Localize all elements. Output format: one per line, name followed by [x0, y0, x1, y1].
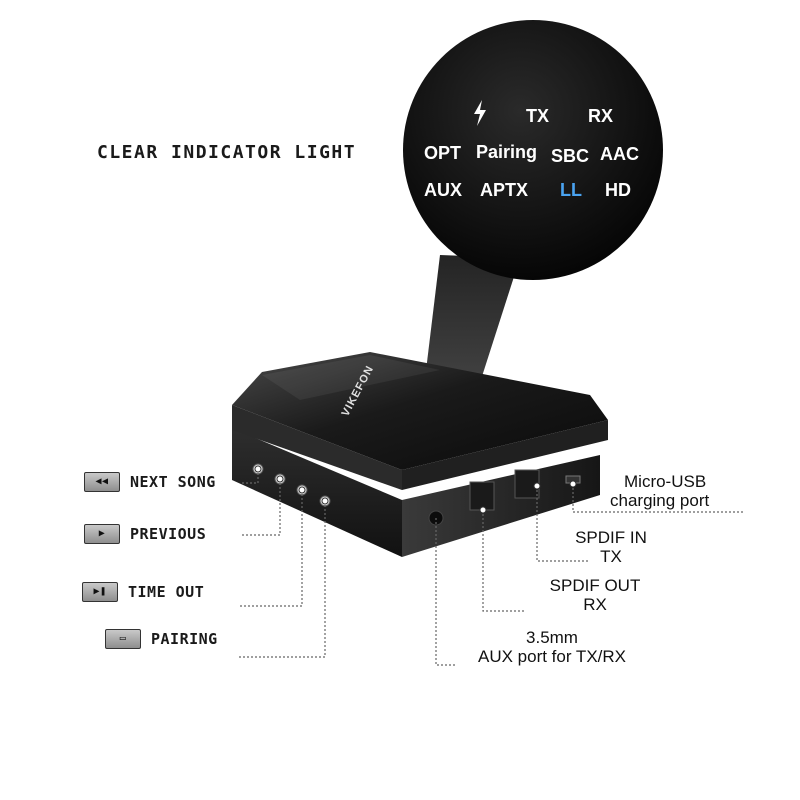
next-song-chip: ◀◀	[84, 472, 120, 492]
label-spdif-out: SPDIF OUT RX	[540, 576, 650, 614]
spdif-in-line2: TX	[600, 547, 622, 566]
indicator-rx: RX	[588, 106, 614, 126]
pairing-text: PAIRING	[151, 630, 218, 648]
indicator-sbc: SBC	[551, 146, 590, 166]
rewind-icon: ◀◀	[95, 476, 109, 487]
label-micro-usb: Micro-USB charging port	[610, 472, 750, 510]
leader-lines	[238, 469, 745, 666]
time-out-chip: ▶❚	[82, 582, 118, 602]
micro-usb-line1: Micro-USB	[624, 472, 707, 491]
indicator-hd: HD	[605, 180, 631, 200]
time-out-text: TIME OUT	[128, 583, 205, 601]
indicator-power-icon	[472, 100, 488, 132]
indicator-ll: LL	[560, 180, 582, 200]
spdif-out-line1: SPDIF OUT	[549, 576, 641, 595]
indicator-tx: TX	[526, 106, 550, 126]
label-aux: 3.5mm AUX port for TX/RX	[452, 628, 652, 666]
previous-text: PREVIOUS	[130, 525, 207, 543]
indicator-pairing: Pairing	[476, 142, 538, 162]
side-buttons	[252, 463, 331, 507]
play-icon: ▶	[98, 528, 106, 539]
previous-chip: ▶	[84, 524, 120, 544]
heading-clear-indicator-light: CLEAR INDICATOR LIGHT	[97, 142, 357, 163]
spdif-in-line1: SPDIF IN	[575, 528, 647, 547]
indicator-aux: AUX	[424, 180, 463, 200]
aux-line1: 3.5mm	[526, 628, 578, 647]
indicator-aptx: APTX	[480, 180, 529, 200]
pairing-chip: ▭	[105, 629, 141, 649]
spdif-out-line2: RX	[583, 595, 607, 614]
micro-usb-line2: charging port	[610, 491, 710, 510]
device-body	[232, 352, 608, 557]
pairing-icon: ▭	[119, 633, 127, 644]
indicator-opt: OPT	[424, 143, 462, 163]
label-pairing: ▭ PAIRING	[105, 629, 218, 649]
aux-line2: AUX port for TX/RX	[477, 647, 626, 666]
label-next-song: ◀◀ NEXT SONG	[84, 472, 216, 492]
indicator-aac: AAC	[600, 144, 639, 164]
indicator-zoom-bubble	[403, 20, 663, 280]
next-song-text: NEXT SONG	[130, 473, 216, 491]
label-spdif-in: SPDIF IN TX	[566, 528, 656, 566]
label-previous: ▶ PREVIOUS	[84, 524, 206, 544]
play-pause-icon: ▶❚	[93, 586, 107, 597]
label-time-out: ▶❚ TIME OUT	[82, 582, 204, 602]
